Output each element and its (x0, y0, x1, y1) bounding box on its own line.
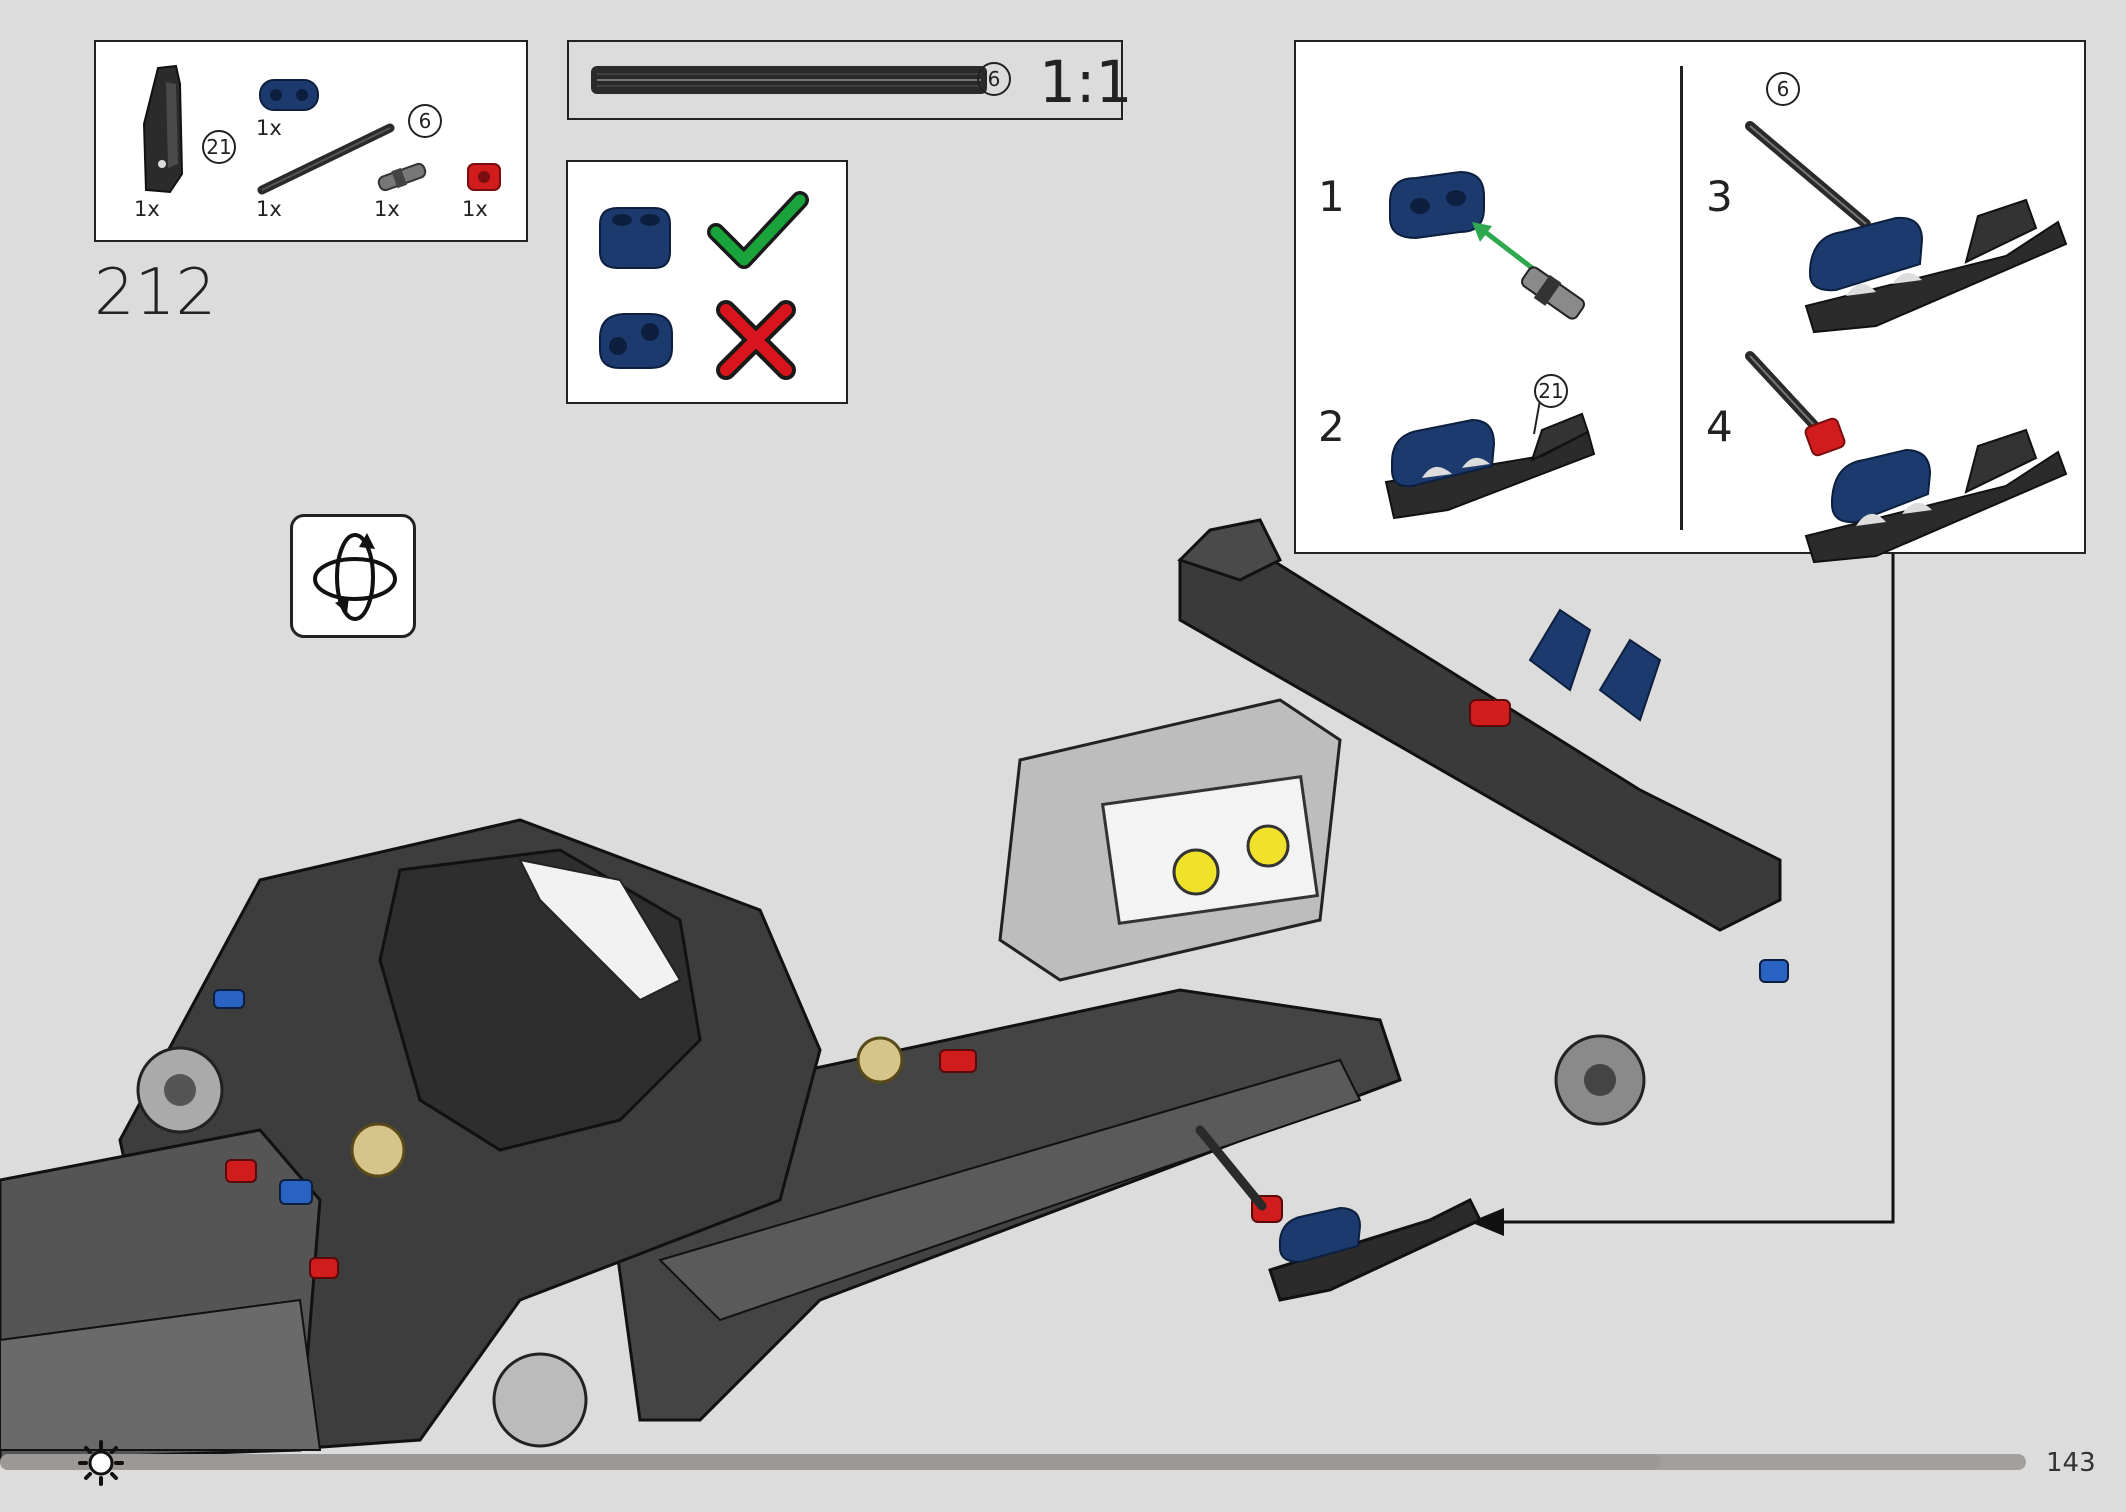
substep-label: 2 (1318, 402, 1345, 451)
check-mark-icon (707, 191, 809, 269)
axle-length-ruler (591, 66, 987, 94)
blue-connector-correct (599, 207, 671, 269)
part-count: 1x (374, 197, 400, 221)
part-callout: 21 (202, 130, 236, 164)
substeps-divider (1680, 66, 1683, 530)
substep-label: 3 (1706, 172, 1733, 221)
step-number: 212 (94, 256, 217, 330)
rotate-arrows-glyph (313, 533, 397, 621)
substep-3-illustration (1745, 121, 2068, 334)
substep-label: 1 (1318, 172, 1345, 221)
substep-1-illustration (1389, 170, 1585, 320)
red-bush-part (467, 163, 501, 191)
substep-label: 4 (1706, 402, 1733, 451)
black-panel-part (142, 64, 184, 194)
grey-pin-part (377, 162, 427, 192)
parts-list-box: 21 1x 1x 6 1x 1x 1x (94, 40, 528, 242)
blue-connector-part (259, 79, 319, 111)
substeps-callout-box: 1 2 21 3 6 4 (1294, 40, 2086, 564)
part-count: 1x (462, 197, 488, 221)
orientation-check-box (566, 160, 848, 404)
sun-logo-icon (78, 1440, 124, 1486)
rotate-model-icon (290, 514, 416, 638)
part-callout: 6 (408, 104, 442, 138)
page-progress-fill (0, 1454, 1662, 1470)
black-axle-part (257, 123, 395, 195)
cross-mark-icon (716, 300, 796, 380)
part-count: 1x (134, 197, 160, 221)
part-count: 1x (256, 197, 282, 221)
blue-connector-wrong (599, 313, 673, 369)
substep-2-illustration (1384, 399, 1596, 520)
substep-callout: 6 (1766, 72, 1800, 106)
substep-4-illustration (1745, 351, 2068, 564)
scale-ratio: 1:1 (1039, 48, 1133, 116)
page-number: 143 (2046, 1448, 2096, 1478)
substep-callout: 21 (1534, 374, 1568, 408)
ruler-callout: 6 (977, 62, 1011, 96)
part-count: 1x (256, 116, 282, 140)
scale-ruler-box: 6 1:1 (567, 40, 1132, 120)
